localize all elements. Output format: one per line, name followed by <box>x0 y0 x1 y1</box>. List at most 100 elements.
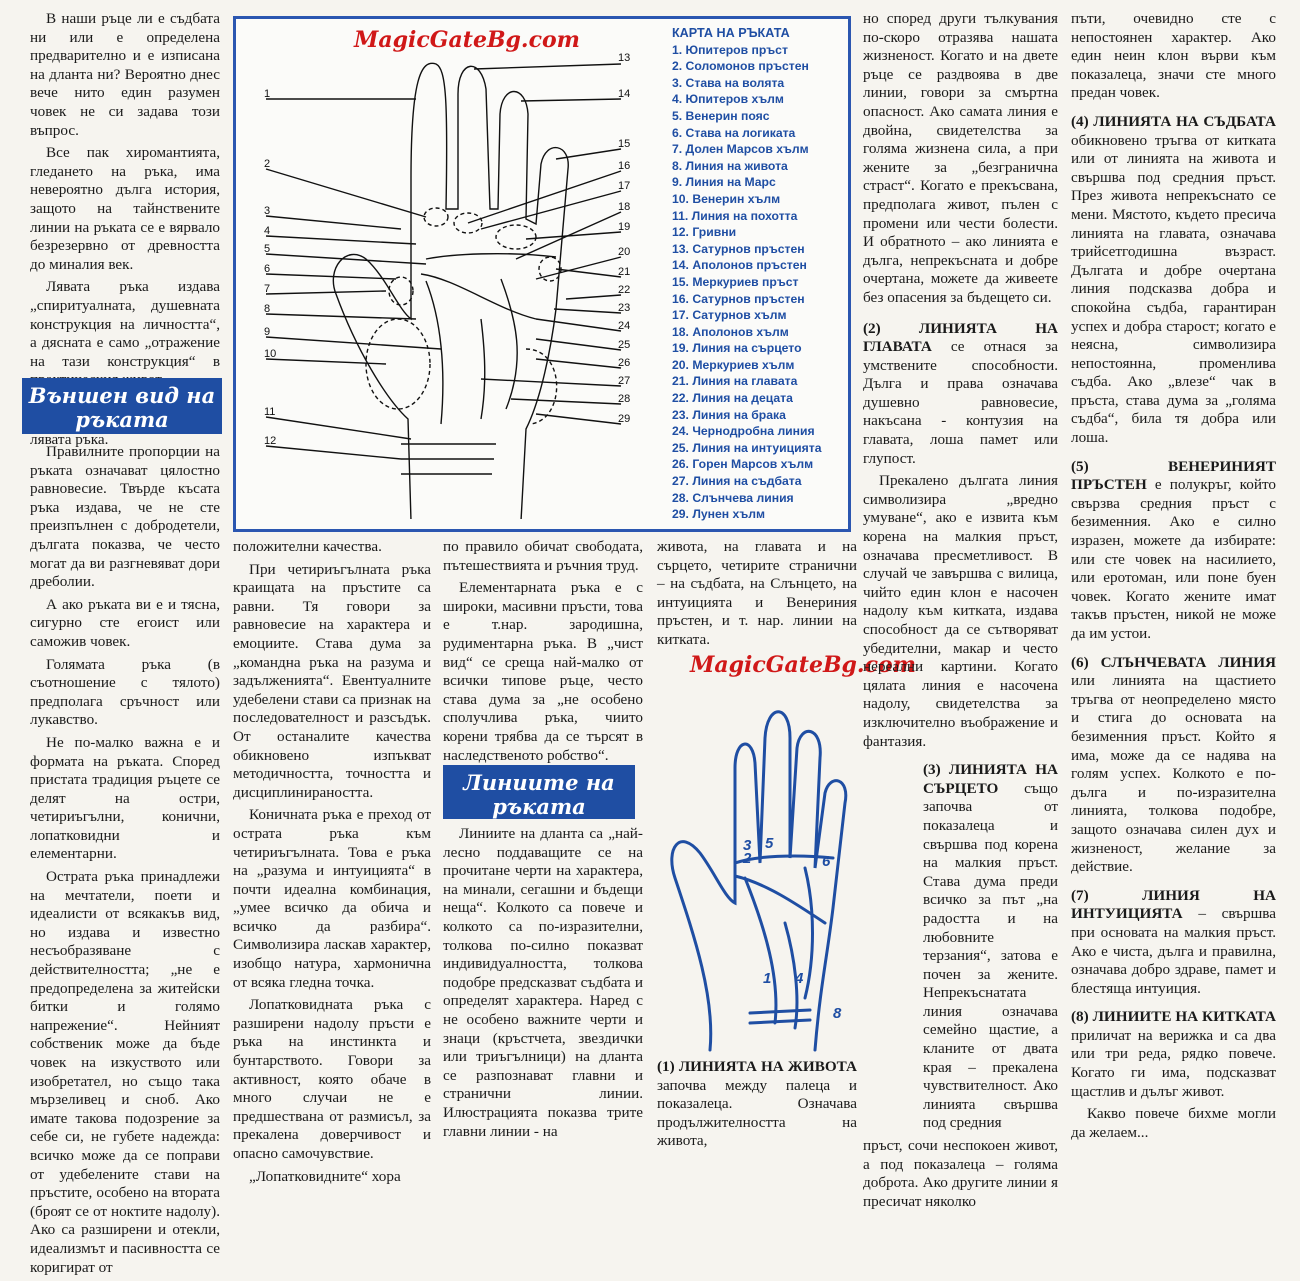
paragraph: Лопатковидната ръка с разширени надолу п… <box>233 996 431 1162</box>
small-hand-labels: 1 2 3 4 5 6 7 8 <box>742 835 842 1022</box>
column-6: пъти, очевидно сте с непостоянен характе… <box>1071 10 1276 1146</box>
small-hand-label: 4 <box>794 970 804 987</box>
diagram-label: 6 <box>264 263 270 275</box>
diagram-label: 16 <box>618 160 630 172</box>
paragraph: Голямата ръка (в съотношение с тялото) п… <box>30 655 220 729</box>
paragraph: Прекалено дългата линия символизира „вре… <box>863 472 1058 750</box>
legend-item: 16. Сатурнов пръстен <box>672 291 805 306</box>
paragraph-text: е полукръг, който свързва средния пръст … <box>1071 476 1277 642</box>
legend-item: 28. Слънчева линия <box>672 490 794 505</box>
paragraph-text: също започва от показалеца и свършва под… <box>923 779 1058 1132</box>
small-hand-label: 1 <box>763 970 771 987</box>
paragraph: (8) ЛИНИИТЕ НА КИТКАТА приличат на вериж… <box>1071 1008 1276 1101</box>
diagram-label: 27 <box>618 375 630 387</box>
legend-item: 21. Линия на главата <box>672 374 798 389</box>
section-banner-appearance: Външен вид на ръката <box>22 378 222 434</box>
legend-item: 19. Линия на сърцето <box>672 341 802 356</box>
column-1-cont: Правилните пропорции на ръката означават… <box>30 443 220 1281</box>
heading-head-line: (2) ЛИНИЯТА НА ГЛАВАТА <box>863 319 1058 356</box>
paragraph-text: обикновено тръгва от китката или от лини… <box>1071 131 1276 447</box>
heading-life-line: (1) ЛИНИЯТА НА ЖИВОТА <box>657 1058 857 1075</box>
column-3: по правило обичат свободата, пътешествия… <box>443 538 643 769</box>
small-hand-label: 8 <box>833 1005 842 1022</box>
legend-item: 26. Горен Марсов хълм <box>672 457 814 472</box>
paragraph: Не по-малко важна е и формата на ръката.… <box>30 733 220 863</box>
paragraph: Елементарната ръка е с широки, масивни п… <box>443 579 643 764</box>
legend-item: 15. Меркуриев пръст <box>672 274 799 289</box>
paragraph: живота, на главата и на сърцето, четирит… <box>657 538 857 648</box>
legend-item: 12. Гривни <box>672 225 737 240</box>
paragraph: При четириъгълната ръка краищата на пръс… <box>233 560 431 801</box>
paragraph: А ако ръката ви е и тясна, сигурно сте е… <box>30 595 220 650</box>
paragraph-text: приличат на верижка и са два или три ред… <box>1071 1026 1276 1100</box>
paragraph: Линиите на дланта са „най-лесно поддаващ… <box>443 825 643 1140</box>
paragraph: (7) ЛИНИЯ НА ИНТУИЦИЯТА – свършва при ос… <box>1071 887 1276 999</box>
paragraph: Правилните пропорции на ръката означават… <box>30 443 220 591</box>
diagram-label: 26 <box>618 357 630 369</box>
small-hand-label: 5 <box>765 835 774 852</box>
paragraph: (2) ЛИНИЯТА НА ГЛАВАТА се отнася за умст… <box>863 320 1058 469</box>
diagram-label: 23 <box>618 302 630 314</box>
hand-map-figure: MagicGateBg.com <box>233 16 851 532</box>
paragraph-text: се отнася за умствените способности. Дъл… <box>863 338 1058 467</box>
small-hand-illustration: 1 2 3 4 5 6 7 8 <box>670 710 848 1052</box>
paragraph: (5) ВЕНЕРИНИЯТ ПРЪСТЕН е полукръг, който… <box>1071 458 1276 644</box>
diagram-label: 8 <box>264 303 270 315</box>
legend-item: 6. Става на логиката <box>672 125 796 140</box>
diagram-label: 22 <box>618 284 630 296</box>
legend-item: 27. Линия на съдбата <box>672 474 802 489</box>
paragraph-text: започва между палеца и показалеца. Означ… <box>657 1076 857 1150</box>
legend-item: 1. Юпитеров пръст <box>672 42 788 57</box>
column-3-cont: Линиите на дланта са „най-лесно поддаващ… <box>443 825 643 1145</box>
diagram-label: 4 <box>264 225 270 237</box>
column-1: В наши ръце ли е съдбата ни или е опреде… <box>30 10 220 454</box>
legend-item: 24. Чернодробна линия <box>672 424 815 439</box>
column-2: положителни качества. При четириъгълната… <box>233 538 431 1190</box>
diagram-label: 9 <box>264 326 270 338</box>
paragraph: „Лопатковидните“ хора <box>249 1167 401 1185</box>
watermark: MagicGateBg.com <box>354 27 580 53</box>
column-4-cont: (1) ЛИНИЯТА НА ЖИВОТА започва между пале… <box>657 1058 857 1155</box>
legend-item: 4. Юпитеров хълм <box>672 92 784 107</box>
legend-item: 20. Меркуриев хълм <box>672 357 795 372</box>
legend-item: 22. Линия на децата <box>672 391 793 406</box>
paragraph: (6) СЛЪНЧЕВАТА ЛИНИЯ или линията на щаст… <box>1071 654 1276 877</box>
diagram-label: 12 <box>264 435 276 447</box>
paragraph: Все пак хиромантията, гледането на ръка,… <box>30 144 220 273</box>
diagram-label: 29 <box>618 413 630 425</box>
diagram-label: 17 <box>618 180 630 192</box>
legend-item: 3. Става на волята <box>672 75 785 90</box>
paragraph: (1) ЛИНИЯТА НА ЖИВОТА започва между пале… <box>657 1058 857 1151</box>
paragraph: Какво повече бихме могли да желаем... <box>1071 1105 1276 1141</box>
small-hand-label: 3 <box>743 837 752 854</box>
paragraph: Острата ръка принадлежи на мечтатели, по… <box>30 868 220 1276</box>
legend-item: 11. Линия на похотта <box>672 208 798 223</box>
paragraph: положителни качества. <box>233 538 382 555</box>
diagram-label: 18 <box>618 201 630 213</box>
heading-heart-line: (3) ЛИНИЯТА НА СЪРЦЕТО <box>923 761 1058 797</box>
legend-item: 17. Сатурнов хълм <box>672 308 787 323</box>
paragraph: (3) ЛИНИЯТА НА СЪРЦЕТО също започва от п… <box>863 761 1058 1133</box>
legend-item: 14. Аполонов пръстен <box>672 258 807 273</box>
diagram-label: 15 <box>618 138 630 150</box>
diagram-label: 28 <box>618 393 630 405</box>
watermark: MagicGateBg.com <box>690 652 916 678</box>
legend-item: 18. Аполонов хълм <box>672 324 789 339</box>
legend-item: 7. Долен Марсов хълм <box>672 142 809 157</box>
legend-item: 23. Линия на брака <box>672 407 786 422</box>
paragraph: по правило обичат свободата, пътешествия… <box>443 538 643 574</box>
diagram-label: 11 <box>264 406 275 418</box>
column-5: но според други тълкувания по-скоро отра… <box>863 10 1058 1215</box>
paragraph: но според други тълкувания по-скоро отра… <box>863 10 1058 306</box>
paragraph: В наши ръце ли е съдбата ни или е опреде… <box>30 10 220 139</box>
diagram-label: 25 <box>618 339 630 351</box>
heading-venus-ring: (5) ВЕНЕРИНИЯТ ПРЪСТЕН <box>1071 457 1276 494</box>
paragraph-text: или линията на щастието тръгва от неопре… <box>1071 672 1276 876</box>
heading-intuition-line: (7) ЛИНИЯ НА ИНТУИЦИЯТА <box>1071 886 1276 923</box>
legend-item: 10. Венерин хълм <box>672 191 781 206</box>
diagram-labels: 1 2 3 4 5 6 7 8 9 10 11 12 13 14 15 16 1… <box>264 52 630 447</box>
paragraph: пъти, очевидно сте с непостоянен характе… <box>1071 10 1276 102</box>
paragraph: (4) ЛИНИЯТА НА СЪДБАТА обикновено тръгва… <box>1071 113 1276 448</box>
